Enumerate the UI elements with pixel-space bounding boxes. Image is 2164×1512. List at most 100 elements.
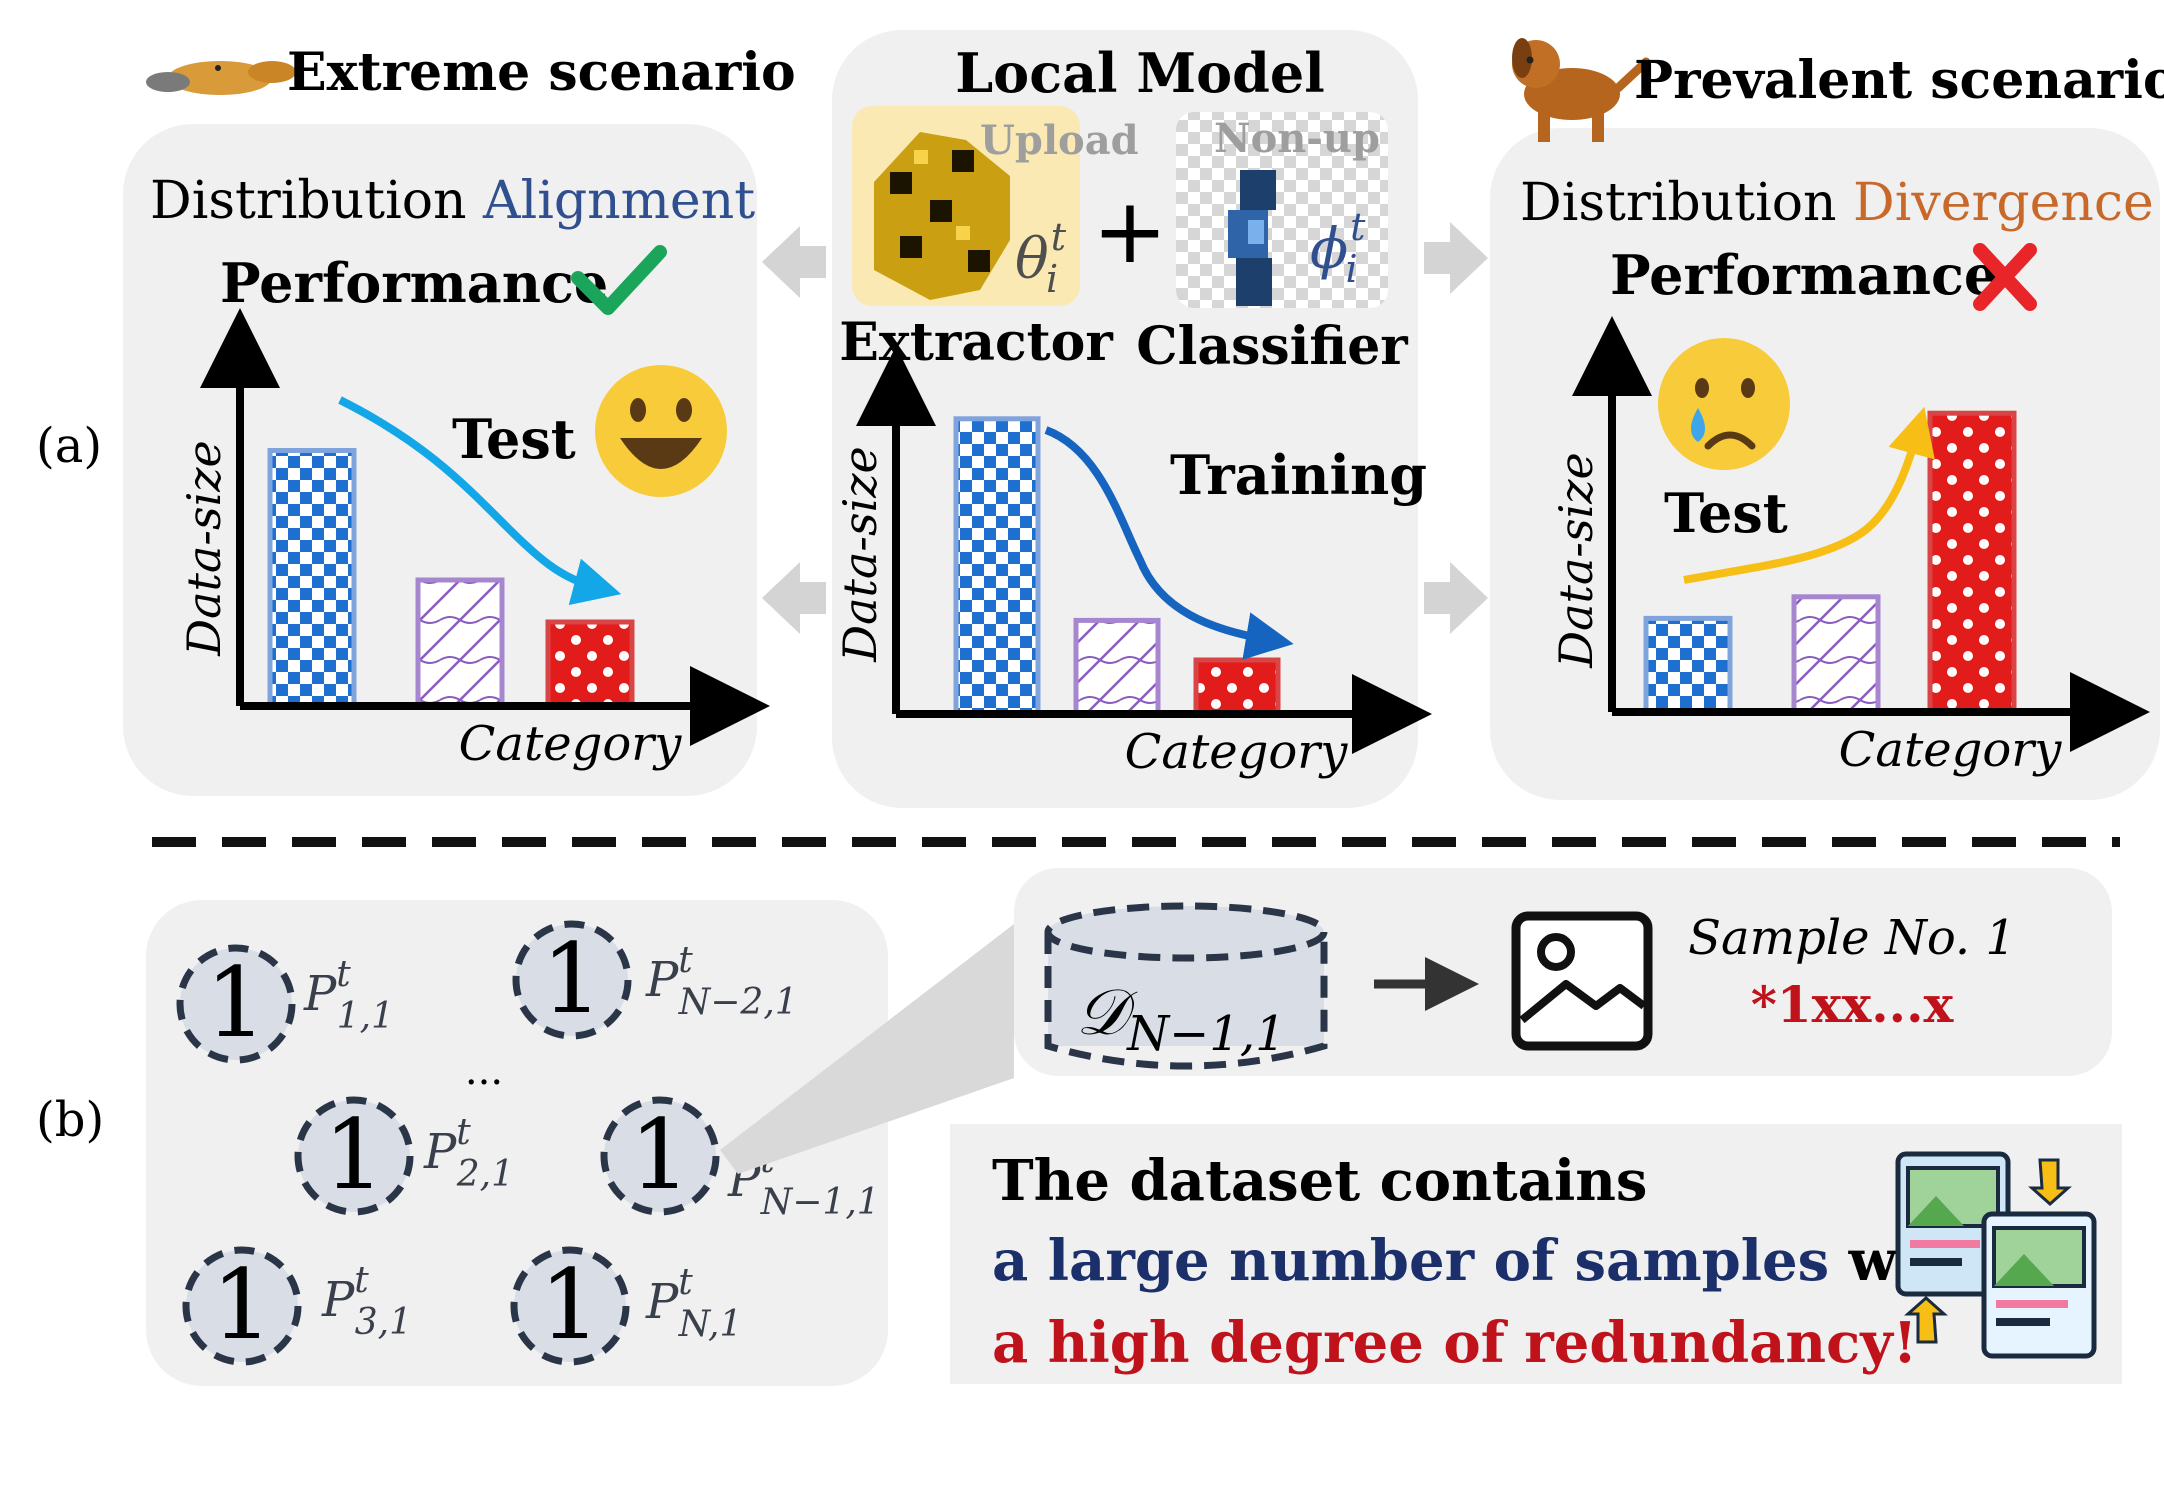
coin-value: 1 — [541, 923, 602, 1035]
x-axis-label: Category — [1125, 724, 1349, 780]
distribution-prefix-right: Distribution — [1520, 173, 1853, 233]
bar-tail-category — [1193, 657, 1281, 717]
theta-sup: t — [1051, 215, 1067, 259]
bar-mid-category — [415, 577, 505, 709]
test-label-right: Test — [1664, 481, 1788, 545]
dataset-detail-panel: 𝒟N−1,1 Sample No. 1 *1xx...x — [1014, 868, 2112, 1076]
flow-arrow-right-bottom — [1424, 562, 1488, 634]
crying-face-icon — [1658, 338, 1790, 470]
trend-arrow — [1044, 426, 1294, 660]
coin-circle — [294, 1096, 414, 1216]
y-axis-label: Data-size — [1549, 452, 1603, 669]
theta-sub: i — [1046, 257, 1058, 301]
extractor-icon — [874, 132, 1010, 300]
coin-value: 1 — [211, 1249, 272, 1361]
coin-circle — [512, 920, 632, 1040]
check-icon — [571, 245, 667, 315]
dataset-sub: N−1,1 — [1126, 1006, 1286, 1062]
coin-circle — [176, 944, 296, 1064]
dog-icon — [1512, 38, 1651, 142]
coin-circle — [600, 1096, 720, 1216]
message-line-3: a high degree of redundancy! — [992, 1310, 1917, 1376]
theta-char: θ — [1015, 227, 1049, 292]
flow-arrow-left-bottom — [762, 562, 826, 634]
alignment-word: Alignment — [482, 171, 755, 231]
bar-mid-category — [1073, 617, 1161, 717]
coin-circle — [510, 1246, 630, 1366]
training-label: Training — [1170, 443, 1427, 507]
coin-value: 1 — [323, 1099, 384, 1211]
sample-title: Sample No. 1 — [1688, 910, 2016, 966]
redundancy-message: The dataset contains a large number of s… — [950, 1124, 2122, 1384]
bar-tail-category — [1927, 410, 2017, 715]
client-coins-panel: 1Pt1,11PtN−2,11Pt2,11PtN−1,11Pt3,11PtN,1… — [146, 900, 888, 1386]
divergence-word: Divergence — [1853, 173, 2154, 233]
distribution-prefix: Distribution — [150, 171, 483, 231]
upload-label: Upload — [980, 117, 1139, 164]
bar-head-category — [1643, 615, 1733, 715]
message-line-1: The dataset contains — [992, 1148, 1647, 1214]
duplicate-images-icon — [1895, 1151, 2097, 1359]
alignment-heading: Distribution Alignment — [150, 171, 755, 231]
image-icon — [1511, 911, 1653, 1051]
database-icon — [1044, 902, 1328, 1070]
performance-label-right: Performance — [1610, 243, 1998, 307]
extreme-scenario-title: Extreme scenario — [287, 42, 796, 103]
part-a-label: (a) — [36, 418, 102, 474]
prevalent-scenario-title: Prevalent scenario — [1634, 50, 2164, 111]
prevalent-scenario-panel: Prevalent scenario Distribution Divergen… — [1490, 38, 2164, 800]
cross-icon — [1973, 243, 2037, 311]
part-b-label: (b) — [36, 1092, 104, 1148]
coin-value: 1 — [205, 947, 266, 1059]
extractor-label: Extractor — [839, 312, 1113, 373]
platypus-icon — [146, 61, 296, 95]
performance-label-left: Performance — [220, 251, 608, 315]
coin-circle — [182, 1246, 302, 1366]
dataset-symbol: 𝒟N−1,1 — [1076, 976, 1286, 1062]
zoom-callout — [720, 924, 1014, 1174]
non-upload-area — [1176, 112, 1388, 308]
coins-panel-bg — [146, 900, 888, 1386]
sample-id: *1xx...x — [1751, 975, 1955, 1034]
smiling-face-icon — [595, 365, 727, 497]
flow-arrow-right-top — [1424, 222, 1488, 294]
x-axis-label: Category — [459, 716, 683, 772]
classifier-label: Classifier — [1136, 316, 1408, 377]
coin-value: 1 — [629, 1099, 690, 1211]
bar-head-category — [267, 448, 357, 709]
ellipsis: ... — [465, 1048, 503, 1094]
x-axis-label: Category — [1839, 722, 2063, 778]
message-highlight-samples: a large number of samples — [992, 1228, 1829, 1294]
extreme-scenario-panel: Extreme scenario Distribution Alignment … — [123, 42, 796, 796]
coin-value: 1 — [539, 1249, 600, 1361]
bar-mid-category — [1791, 594, 1881, 715]
nonupload-label: Non-up — [1214, 115, 1380, 162]
trend-arrow — [1683, 406, 1935, 584]
test-label-left: Test — [452, 407, 576, 471]
phi-sup: t — [1350, 205, 1366, 249]
y-axis-label: Data-size — [833, 446, 887, 663]
flow-arrows — [762, 222, 1488, 634]
local-model-title: Local Model — [955, 41, 1325, 105]
bar-tail-category — [545, 619, 635, 709]
classifier-icon — [1228, 170, 1276, 306]
divergence-heading: Distribution Divergence — [1520, 173, 2154, 233]
